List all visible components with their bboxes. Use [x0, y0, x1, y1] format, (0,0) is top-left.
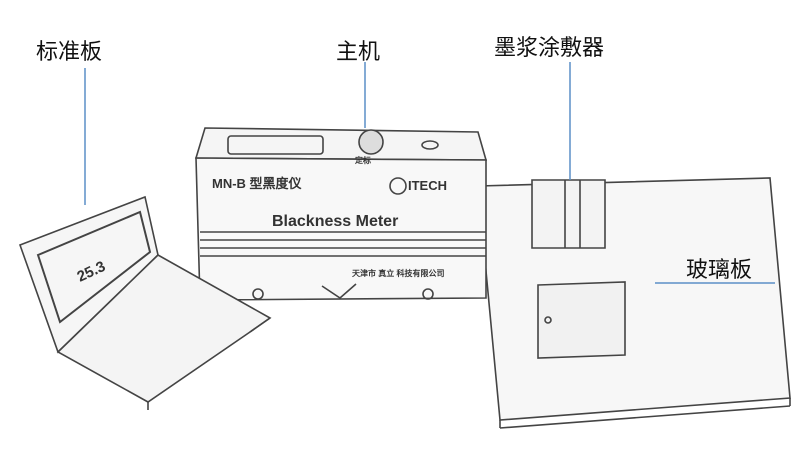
label-standard-plate: 标准板	[36, 40, 103, 65]
device-name: Blackness Meter	[272, 213, 398, 230]
model-text: MN-B 型黑度仪	[212, 176, 303, 191]
brand-logo: ITECH	[408, 178, 447, 193]
main-unit-top	[194, 127, 488, 161]
manufacturer-text: 天津市 真立 科技有限公司	[352, 268, 444, 278]
calibration-knob	[358, 129, 384, 155]
glass-plate-shape	[477, 177, 791, 421]
knob-label: 定标	[354, 155, 371, 165]
main-unit-body	[195, 157, 487, 301]
label-ink-applicator: 墨浆涂敷器	[494, 36, 605, 61]
label-main-unit: 主机	[336, 40, 381, 65]
applicator-shape	[531, 179, 606, 249]
label-glass-plate: 玻璃板	[686, 258, 753, 283]
leader-lines	[84, 62, 775, 284]
